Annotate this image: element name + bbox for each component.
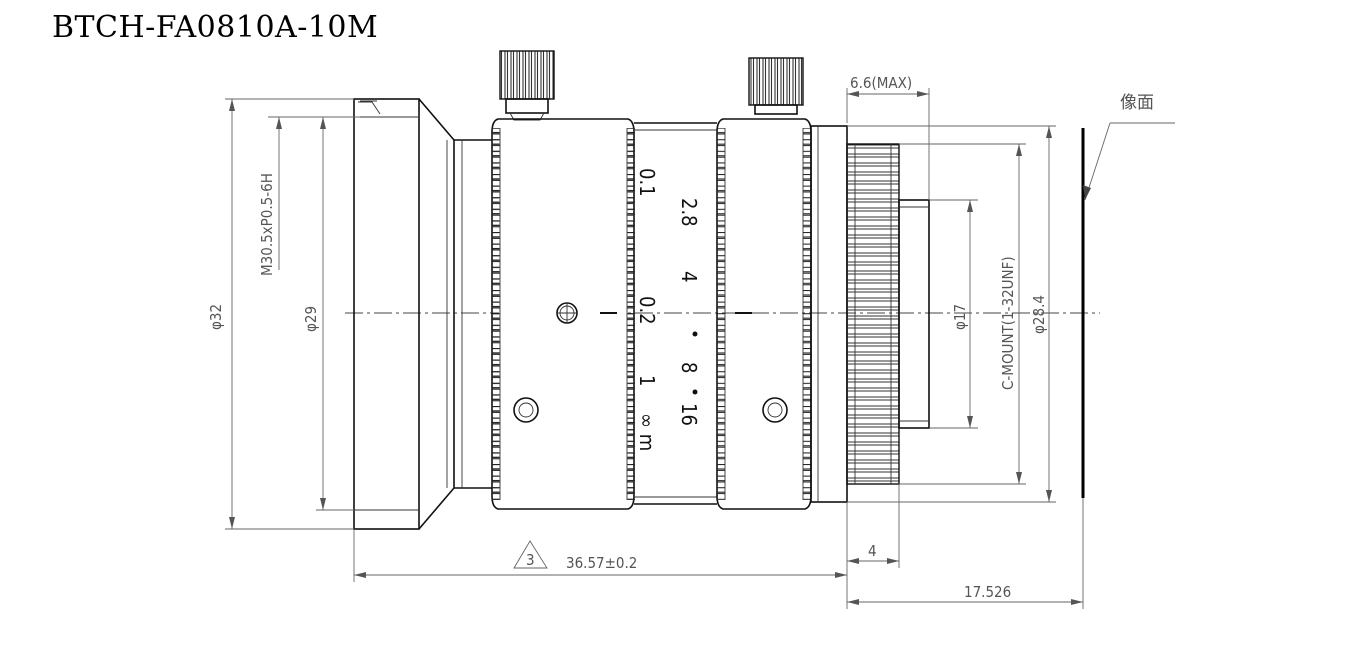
focus-scale-1: 1 [635, 375, 659, 386]
focus-screw [556, 302, 578, 324]
four-label: 4 [868, 542, 877, 560]
front-ring [353, 98, 492, 530]
note-number: 3 [526, 551, 535, 569]
dim-thread [268, 116, 360, 270]
aperture-2-8: 2.8 [677, 198, 701, 227]
dim-length [353, 502, 848, 609]
rear-barrel [810, 125, 930, 503]
length-label: 36.57±0.2 [566, 554, 637, 572]
phi29-label: φ29 [302, 306, 320, 332]
dim-phi17 [929, 199, 978, 429]
phi17-label: φ17 [951, 304, 969, 330]
phi32-label: φ32 [207, 304, 225, 330]
model-title: BTCH-FA0810A-10M [52, 10, 379, 45]
aperture-ring [716, 118, 812, 510]
focus-scale-0-1: 0.1 [635, 168, 659, 197]
flange-label: 17.526 [964, 583, 1011, 601]
dim-phi32 [225, 98, 354, 530]
aperture-dot-1 [692, 331, 698, 337]
aperture-dot-2 [692, 389, 698, 395]
dim-flange [847, 498, 1084, 609]
image-plane [1081, 122, 1175, 498]
focus-lock-knob [499, 50, 555, 121]
dim-4 [847, 484, 900, 568]
phi28-4-label: φ28.4 [1030, 295, 1048, 334]
aperture-set-screw [762, 397, 788, 423]
aperture-8: 8 [677, 362, 701, 373]
aperture-lock-knob [748, 57, 804, 115]
dim-phi28-4 [847, 125, 1056, 503]
focus-ring [491, 118, 635, 510]
aperture-4: 4 [677, 271, 701, 282]
aperture-16: 16 [677, 403, 701, 426]
dim-phi29 [316, 116, 354, 511]
middle-barrel [600, 122, 752, 505]
focus-scale-0-2: 0.2 [635, 296, 659, 325]
focus-scale-inf: ∞ m [635, 413, 659, 451]
image-plane-label: 像面 [1120, 93, 1154, 113]
dim-cmount [899, 143, 1026, 485]
max66-label: 6.6(MAX) [850, 74, 912, 92]
thread-label: M30.5xP0.5-6H [258, 173, 276, 276]
cmount-label: C-MOUNT(1-32UNF) [999, 256, 1017, 390]
focus-set-screw [513, 397, 539, 423]
